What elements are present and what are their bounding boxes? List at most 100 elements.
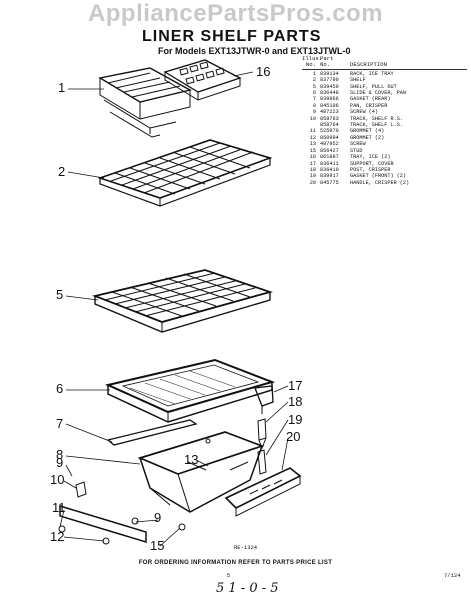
parts-table-row: 9 487223 SCREW (4) [302,109,467,115]
part-description: STUD [350,147,363,154]
parts-table-row: 12 850994 GROMMET (2) [302,135,467,141]
part-description: RACK, ICE TRAY [350,70,394,77]
part-description: PAN, CRISPER [350,102,388,109]
figure-code: RE-1324 [234,544,258,551]
callout-13: 13 [184,452,199,467]
callout-12: 12 [50,529,65,544]
part-illus-no: 17 [309,160,316,167]
part-description: GROMMET (4) [350,128,385,135]
part-description: POST, CRISPER [350,166,391,173]
handwritten-note: 5 1 - 0 - 5 [216,581,279,596]
callout-1: 1 [58,80,66,95]
watermark: AppliancePartsPros.com [87,0,384,27]
callout-18: 18 [288,394,303,409]
parts-table-row: 5 839459 SHELF, PULL OUT [302,84,467,90]
col-desc-header: DESCRIPTION [350,61,387,69]
part-number: 850994 [320,134,339,141]
callout-8: 8 [56,447,64,462]
part-description: TRACK, SHELF R.S. [350,115,403,122]
part-illus-no: 11 [309,128,316,135]
parts-table-row: 17 836411 SUPPORT, COVER [302,161,467,167]
pan-cover-illustration [104,358,276,423]
part-number: 845775 [320,179,339,186]
page-title: LINER SHELF PARTS [142,28,322,45]
callout-20: 20 [286,429,301,444]
part-number: 836448 [320,90,339,97]
col-no-header-line1: Illus. [302,55,323,62]
part-illus-no: 5 [312,83,316,90]
callout-16: 16 [256,64,271,79]
part-description: TRAY, ICE (2) [350,154,391,161]
callout-10: 10 [50,472,65,487]
parts-table: Illus. Part No. No. DESCRIPTION 1 839134 R… [302,55,467,186]
part-number: 487952 [320,141,339,148]
part-number: 858764 [320,122,339,129]
col-part-header-line1: Part [320,55,334,62]
part-illus-no: 16 [309,154,316,161]
part-description: SHELF [350,77,366,84]
part-description: TRACK, SHELF L.S. [350,122,403,129]
front-gasket-illustration [257,449,267,475]
part-number: 839134 [320,70,339,77]
parts-table-row: 11 525970 GROMMET (4) [302,128,467,134]
parts-table-row: 16 861887 TRAY, ICE (2) [302,154,467,160]
crisper-pan-illustration [137,431,265,513]
part-illus-no: 9 [312,109,316,116]
leader-lines [59,71,289,547]
part-number: 856427 [320,147,339,154]
part-description: GROMMET (2) [350,134,385,141]
part-number: 839917 [320,173,339,180]
callout-11: 11 [52,500,66,515]
part-illus-no: 15 [309,147,316,154]
part-illus-no: 19 [309,173,316,180]
col-no-header-line2: No. [305,61,316,69]
callout-9-left: 9 [56,455,64,470]
part-description: SHELF, PULL OUT [350,83,397,90]
part-number: 839966 [320,96,339,103]
part-number: 525970 [320,128,339,135]
parts-table-row: 1 839134 RACK, ICE TRAY [302,71,467,77]
part-number: 487223 [320,109,339,116]
part-illus-no: 12 [309,134,316,141]
crisper-handle-illustration [224,467,302,517]
part-illus-no: 1 [312,70,316,77]
part-description: HANDLE, CRISPER (2) [350,179,410,186]
part-number: 845106 [320,102,339,109]
callout-6: 6 [56,381,64,396]
part-illus-no: 8 [312,102,316,109]
callout-19: 19 [288,412,303,427]
parts-table-row: 858764 TRACK, SHELF L.S. [302,122,467,128]
part-number: 836410 [320,166,339,173]
part-number: 836411 [320,160,339,167]
part-number: 858763 [320,115,339,122]
wire-shelf-illustration [97,139,273,207]
parts-table-row: 15 856427 STUD [302,148,467,154]
part-description: SLIDE & COVER, PAN [350,90,407,97]
page-subtitle: For Models EXT13JTWR-0 and EXT13JTWL-0 [158,46,351,56]
parts-table-header-row-2: No. No. DESCRIPTION [302,61,467,70]
part-number: 839459 [320,83,339,90]
part-number: 861887 [320,154,339,161]
shelf-track-illustration [58,438,211,545]
pull-out-shelf-illustration [91,269,274,333]
part-description: SUPPORT, COVER [350,160,394,167]
part-description: SCREW (4) [350,109,379,116]
callout-7: 7 [56,416,64,431]
crisper-post-illustration [257,418,267,450]
callout-2: 2 [58,164,66,179]
ice-tray-rack-illustration [98,67,192,138]
ice-tray-illustration [163,59,242,101]
ordering-footer: FOR ORDERING INFORMATION REFER TO PARTS … [138,560,333,566]
callout-15: 15 [150,538,165,553]
part-number: 837790 [320,77,339,84]
